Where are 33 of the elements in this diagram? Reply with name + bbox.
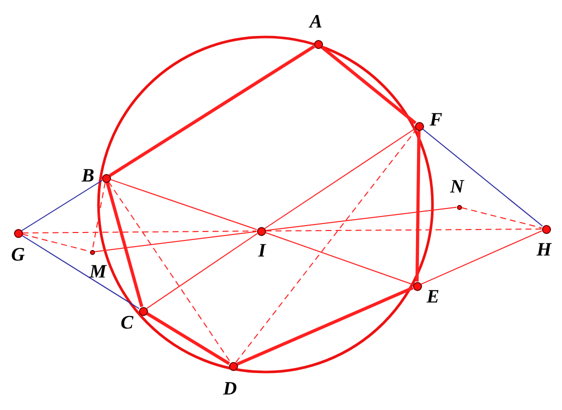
point-label: G	[11, 246, 25, 264]
thick-segment	[236, 286, 414, 366]
point-label: D	[223, 380, 237, 398]
point-label: F	[430, 110, 442, 130]
point-label: N	[450, 178, 464, 196]
point-label: E	[426, 288, 440, 306]
point-label: A	[310, 12, 322, 32]
line-segment	[420, 230, 542, 285]
point-label: C	[120, 314, 134, 332]
line-segment	[94, 231, 258, 252]
line-segment	[21, 234, 140, 310]
point-label: H	[536, 240, 552, 260]
thick-segment	[146, 312, 230, 366]
line-segment	[264, 206, 458, 231]
dashed-line	[235, 129, 417, 363]
line-segment	[264, 232, 414, 285]
dashed-line	[92, 182, 106, 250]
point-label: I	[258, 242, 266, 260]
point-label: B	[82, 166, 94, 186]
thick-segment	[415, 130, 421, 282]
dashed-line	[108, 181, 231, 363]
line-segment	[146, 233, 258, 309]
line-segment	[110, 178, 258, 230]
point-label: M	[90, 262, 106, 282]
line-segment	[264, 128, 416, 229]
dashed-line	[22, 230, 257, 234]
dashed-line	[265, 228, 542, 232]
line-segment	[21, 180, 103, 232]
thick-segment	[106, 182, 144, 308]
line-segment	[422, 128, 543, 227]
thick-segment	[108, 45, 316, 177]
thick-segment	[320, 46, 417, 124]
dashed-line	[460, 207, 542, 228]
